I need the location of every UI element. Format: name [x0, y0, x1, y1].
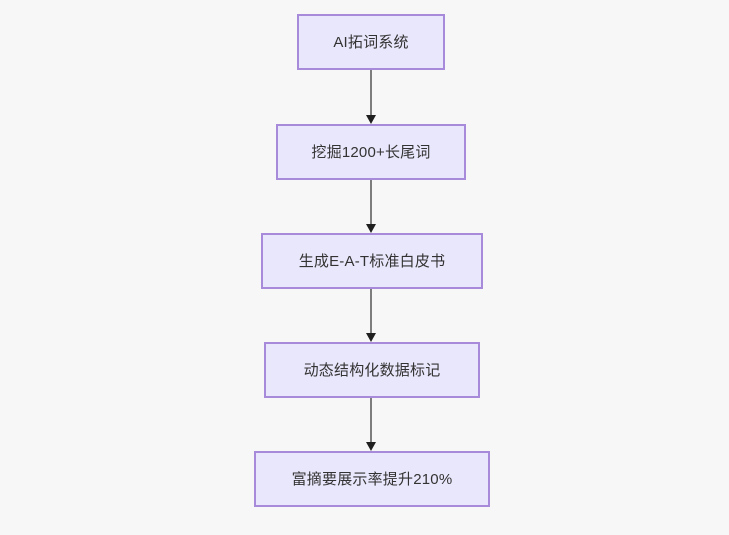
flow-node-mine-longtail-keywords[interactable]: 挖掘1200+长尾词: [276, 124, 466, 180]
edge-line: [370, 70, 372, 116]
edge-n2-n3: [361, 180, 381, 233]
flow-node-ai-keyword-system[interactable]: AI拓词系统: [297, 14, 445, 70]
arrow-down-icon: [366, 224, 376, 233]
edge-n1-n2: [361, 70, 381, 124]
flow-node-generate-eat-whitepaper[interactable]: 生成E-A-T标准白皮书: [261, 233, 483, 289]
edge-n4-n5: [361, 398, 381, 451]
arrow-down-icon: [366, 115, 376, 124]
flow-node-label: 挖掘1200+长尾词: [311, 143, 431, 161]
edge-line: [370, 398, 372, 443]
flow-node-label: 动态结构化数据标记: [303, 361, 441, 379]
flow-node-label: 富摘要展示率提升210%: [291, 470, 453, 488]
flow-node-dynamic-structured-data-markup[interactable]: 动态结构化数据标记: [264, 342, 480, 398]
flow-node-label: AI拓词系统: [333, 33, 409, 51]
edge-line: [370, 180, 372, 225]
edge-line: [370, 289, 372, 334]
flow-node-rich-snippet-impression-lift[interactable]: 富摘要展示率提升210%: [254, 451, 490, 507]
edge-n3-n4: [361, 289, 381, 342]
arrow-down-icon: [366, 442, 376, 451]
flow-node-label: 生成E-A-T标准白皮书: [298, 252, 446, 270]
arrow-down-icon: [366, 333, 376, 342]
